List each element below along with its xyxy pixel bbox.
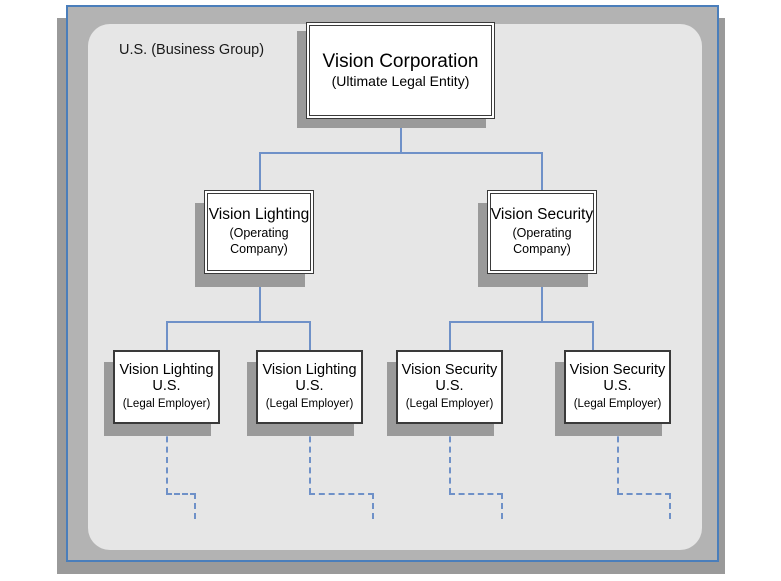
- node-legal-employer-security-us-1[interactable]: Vision Security U.S. (Legal Employer): [396, 350, 503, 424]
- node-title-line1: Vision Lighting: [119, 362, 214, 379]
- node-title: Vision Security: [490, 205, 594, 223]
- node-legal-employer-lighting-us-2[interactable]: Vision Lighting U.S. (Legal Employer): [256, 350, 363, 424]
- node-title-line1: Vision Lighting: [262, 362, 357, 379]
- connector-root-drop-security: [541, 152, 543, 191]
- node-subtitle-line2: Company): [513, 242, 571, 257]
- connector-root-stem: [400, 119, 402, 153]
- dashed-drop-1: [166, 426, 168, 494]
- dashed-tail-1: [194, 493, 196, 519]
- dashed-elbow-1: [166, 493, 196, 495]
- connector-root-bus: [259, 152, 543, 154]
- node-subtitle: (Legal Employer): [122, 398, 211, 411]
- node-subtitle-line2: Company): [230, 242, 288, 257]
- dashed-tail-2: [372, 493, 374, 519]
- business-group-label: U.S. (Business Group): [119, 42, 265, 58]
- connector-security-drop-2: [592, 321, 594, 350]
- connector-security-stem: [541, 272, 543, 322]
- node-title-line1: Vision Security: [569, 362, 666, 379]
- node-subtitle-line1: (Operating: [512, 225, 572, 240]
- connector-root-drop-lighting: [259, 152, 261, 191]
- node-legal-employer-security-us-2[interactable]: Vision Security U.S. (Legal Employer): [564, 350, 671, 424]
- dashed-elbow-2: [309, 493, 374, 495]
- connector-security-bus: [449, 321, 594, 323]
- node-legal-employer-lighting-us-1[interactable]: Vision Lighting U.S. (Legal Employer): [113, 350, 220, 424]
- node-title-line1: Vision Security: [401, 362, 498, 379]
- node-vision-security[interactable]: Vision Security (Operating Company): [487, 190, 597, 274]
- node-subtitle: (Legal Employer): [265, 398, 354, 411]
- node-title: Vision Corporation: [322, 51, 479, 73]
- dashed-drop-3: [449, 426, 451, 494]
- node-title-line2: U.S.: [295, 377, 324, 394]
- node-title-line2: U.S.: [152, 377, 181, 394]
- connector-security-drop-1: [449, 321, 451, 350]
- node-vision-lighting[interactable]: Vision Lighting (Operating Company): [204, 190, 314, 274]
- connector-lighting-bus: [166, 321, 311, 323]
- dashed-drop-4: [617, 426, 619, 494]
- node-subtitle: (Ultimate Legal Entity): [331, 72, 470, 89]
- node-subtitle: (Legal Employer): [405, 398, 494, 411]
- connector-lighting-drop-2: [309, 321, 311, 350]
- node-vision-corporation[interactable]: Vision Corporation (Ultimate Legal Entit…: [306, 22, 495, 119]
- node-subtitle: (Legal Employer): [573, 398, 662, 411]
- dashed-drop-2: [309, 426, 311, 494]
- node-subtitle-line1: (Operating: [229, 225, 289, 240]
- dashed-tail-3: [501, 493, 503, 519]
- node-title-line2: U.S.: [435, 377, 464, 394]
- connector-lighting-stem: [259, 272, 261, 322]
- node-title: Vision Lighting: [208, 205, 310, 223]
- dashed-elbow-4: [617, 493, 671, 495]
- node-title-line2: U.S.: [603, 377, 632, 394]
- dashed-tail-4: [669, 493, 671, 519]
- connector-lighting-drop-1: [166, 321, 168, 350]
- dashed-elbow-3: [449, 493, 503, 495]
